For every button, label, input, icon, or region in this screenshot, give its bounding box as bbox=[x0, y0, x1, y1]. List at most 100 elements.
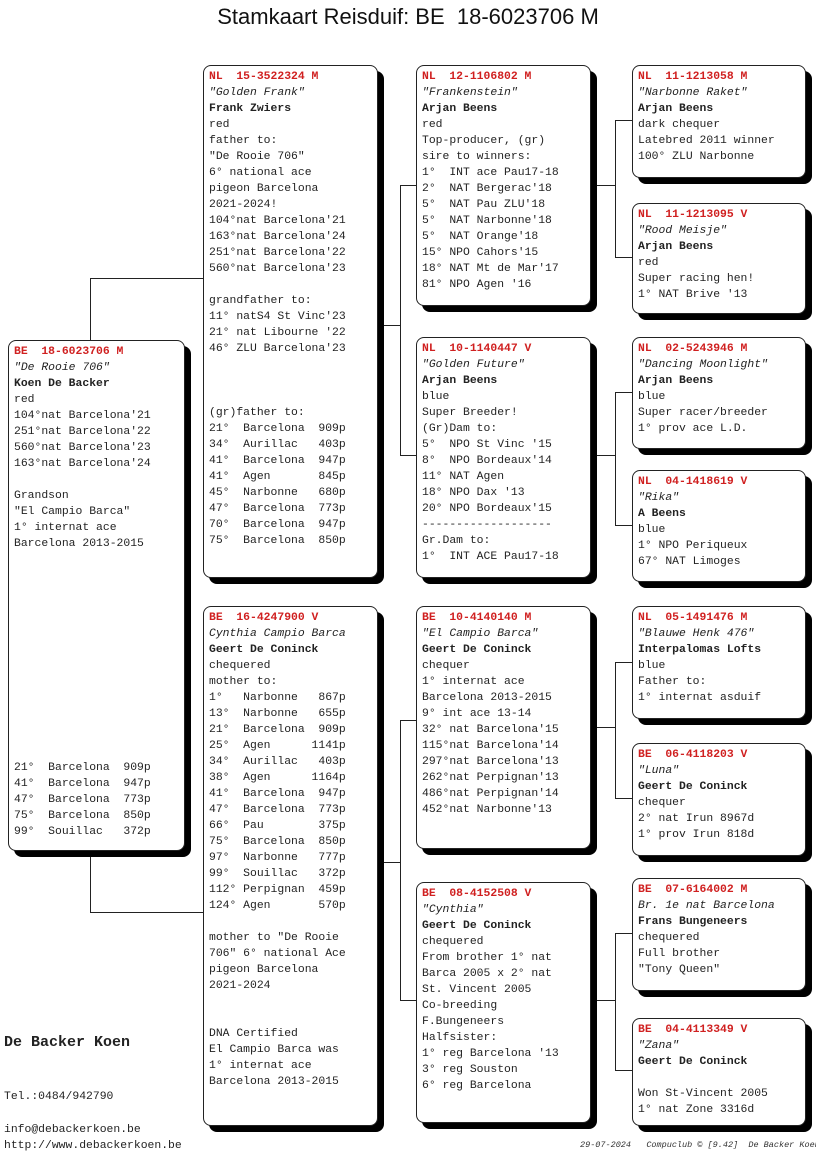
info-line bbox=[209, 914, 372, 930]
owner-phone: Tel.:0484/942790 bbox=[4, 1091, 114, 1103]
info-line: 41° Barcelona 947p bbox=[209, 455, 346, 467]
info-line: pigeon Barcelona bbox=[209, 964, 319, 976]
breeder-name: Arjan Beens bbox=[638, 375, 714, 387]
info-line: 2° nat Irun 8967d bbox=[638, 813, 755, 825]
breeder-name: A Beens bbox=[638, 508, 686, 520]
info-line: 706" 6° national Ace bbox=[209, 948, 346, 960]
info-line: 5° NAT Narbonne'18 bbox=[422, 215, 552, 227]
ring-number: BE 06-4118203 V bbox=[638, 749, 748, 761]
info-line: 20° NPO Bordeaux'15 bbox=[422, 503, 552, 515]
info-line: (gr)father to: bbox=[209, 407, 305, 419]
info-line: 3° reg Souston bbox=[422, 1064, 518, 1076]
info-line: Super racing hen! bbox=[638, 273, 755, 285]
connector-line bbox=[400, 185, 416, 186]
pigeon-name: "Frankenstein" bbox=[422, 87, 518, 99]
info-line: 297°nat Barcelona'13 bbox=[422, 756, 559, 768]
info-line: grandfather to: bbox=[209, 295, 312, 307]
info-line: 1° nat Zone 3316d bbox=[638, 1104, 755, 1116]
info-line: Halfsister: bbox=[422, 1032, 498, 1044]
connector-line bbox=[591, 1000, 615, 1001]
info-line: father to: bbox=[209, 135, 278, 147]
ring-number: NL 04-1418619 V bbox=[638, 476, 748, 488]
pigeon-card-g3: NL 02-5243946 M"Dancing Moonlight"Arjan … bbox=[632, 337, 806, 449]
pigeon-name: "Luna" bbox=[638, 765, 680, 777]
info-line bbox=[209, 994, 372, 1010]
info-line: 99° Souillac 372p bbox=[14, 826, 151, 838]
breeder-name: Frank Zwiers bbox=[209, 103, 292, 115]
info-line: 21° Barcelona 909p bbox=[209, 423, 346, 435]
connector-line bbox=[615, 798, 632, 799]
pigeon-name: "Narbonne Raket" bbox=[638, 87, 748, 99]
owner-email: info@debackerkoen.be bbox=[4, 1124, 141, 1136]
info-line bbox=[14, 632, 179, 648]
info-line: 46° ZLU Barcelona'23 bbox=[209, 343, 346, 355]
connector-line bbox=[615, 662, 616, 798]
info-line bbox=[209, 277, 372, 293]
connector-line bbox=[591, 185, 615, 186]
breeder-name: Arjan Beens bbox=[638, 241, 714, 253]
print-footer: 29-07-2024 Compuclub © [9.42] De Backer … bbox=[580, 1140, 816, 1150]
info-line: Full brother bbox=[638, 948, 721, 960]
breeder-name: Geert De Coninck bbox=[209, 644, 319, 656]
info-line: mother to: bbox=[209, 676, 278, 688]
info-line: 104°nat Barcelona'21 bbox=[209, 215, 346, 227]
pigeon-card-g1: NL 11-1213058 M"Narbonne Raket"Arjan Bee… bbox=[632, 65, 806, 178]
info-line: 1° reg Barcelona '13 bbox=[422, 1048, 559, 1060]
connector-line bbox=[400, 455, 416, 456]
connector-line bbox=[615, 392, 632, 393]
info-line: red bbox=[638, 257, 659, 269]
info-line: 11° natS4 St Vinc'23 bbox=[209, 311, 346, 323]
pigeon-card-gd1: NL 10-1140447 V"Golden Future"Arjan Been… bbox=[416, 337, 591, 578]
pigeon-name: "Dancing Moonlight" bbox=[638, 359, 768, 371]
pigeon-card-gs2: BE 10-4140140 M"El Campio Barca"Geert De… bbox=[416, 606, 591, 849]
info-line: 452°nat Narbonne'13 bbox=[422, 804, 552, 816]
connector-line bbox=[378, 325, 400, 326]
info-line: (Gr)Dam to: bbox=[422, 423, 498, 435]
info-line: 124° Agen 570p bbox=[209, 900, 346, 912]
info-line: 1° internat ace bbox=[209, 1060, 312, 1072]
connector-line bbox=[615, 120, 616, 257]
info-line bbox=[14, 584, 179, 600]
info-line: 1° internat asduif bbox=[638, 692, 762, 704]
connector-line bbox=[90, 912, 203, 913]
info-line: 2021-2024! bbox=[209, 199, 278, 211]
info-line: 1° NPO Periqueux bbox=[638, 540, 748, 552]
info-line: 38° Agen 1164p bbox=[209, 772, 346, 784]
info-line: chequered bbox=[209, 660, 271, 672]
software-credit: Compuclub © [9.42] bbox=[646, 1140, 739, 1150]
print-date: 29-07-2024 bbox=[580, 1140, 632, 1150]
breeder-name: Geert De Coninck bbox=[422, 920, 532, 932]
info-line: 18° NAT Mt de Mar'17 bbox=[422, 263, 559, 275]
connector-line bbox=[90, 851, 91, 912]
info-line: 251°nat Barcelona'22 bbox=[209, 247, 346, 259]
connector-line bbox=[615, 257, 632, 258]
info-line: 1° INT ace Pau17-18 bbox=[422, 167, 559, 179]
info-line: 75° Barcelona 850p bbox=[209, 535, 346, 547]
info-line: 2° NAT Bergerac'18 bbox=[422, 183, 552, 195]
info-line: 1° prov ace L.D. bbox=[638, 423, 748, 435]
info-line: chequer bbox=[638, 797, 686, 809]
pigeon-card-gd2: BE 08-4152508 V"Cynthia"Geert De Coninck… bbox=[416, 882, 591, 1123]
connector-line bbox=[378, 862, 400, 863]
info-line bbox=[14, 664, 179, 680]
info-line bbox=[209, 373, 372, 389]
info-line: 560°nat Barcelona'23 bbox=[14, 442, 151, 454]
info-line: 163°nat Barcelona'24 bbox=[14, 458, 151, 470]
info-line bbox=[14, 680, 179, 696]
owner-name: De Backer Koen bbox=[4, 1034, 131, 1051]
info-line: 5° NAT Pau ZLU'18 bbox=[422, 199, 546, 211]
info-line: chequer bbox=[422, 660, 470, 672]
breeder-name: Geert De Coninck bbox=[638, 1056, 748, 1068]
connector-line bbox=[615, 120, 632, 121]
info-line: 104°nat Barcelona'21 bbox=[14, 410, 151, 422]
info-line: 15° NPO Cahors'15 bbox=[422, 247, 539, 259]
info-line: 112° Perpignan 459p bbox=[209, 884, 346, 896]
pigeon-name: "Rood Meisje" bbox=[638, 225, 727, 237]
pigeon-name: "Golden Future" bbox=[422, 359, 525, 371]
info-line bbox=[14, 712, 179, 728]
info-line: 1° Narbonne 867p bbox=[209, 692, 346, 704]
